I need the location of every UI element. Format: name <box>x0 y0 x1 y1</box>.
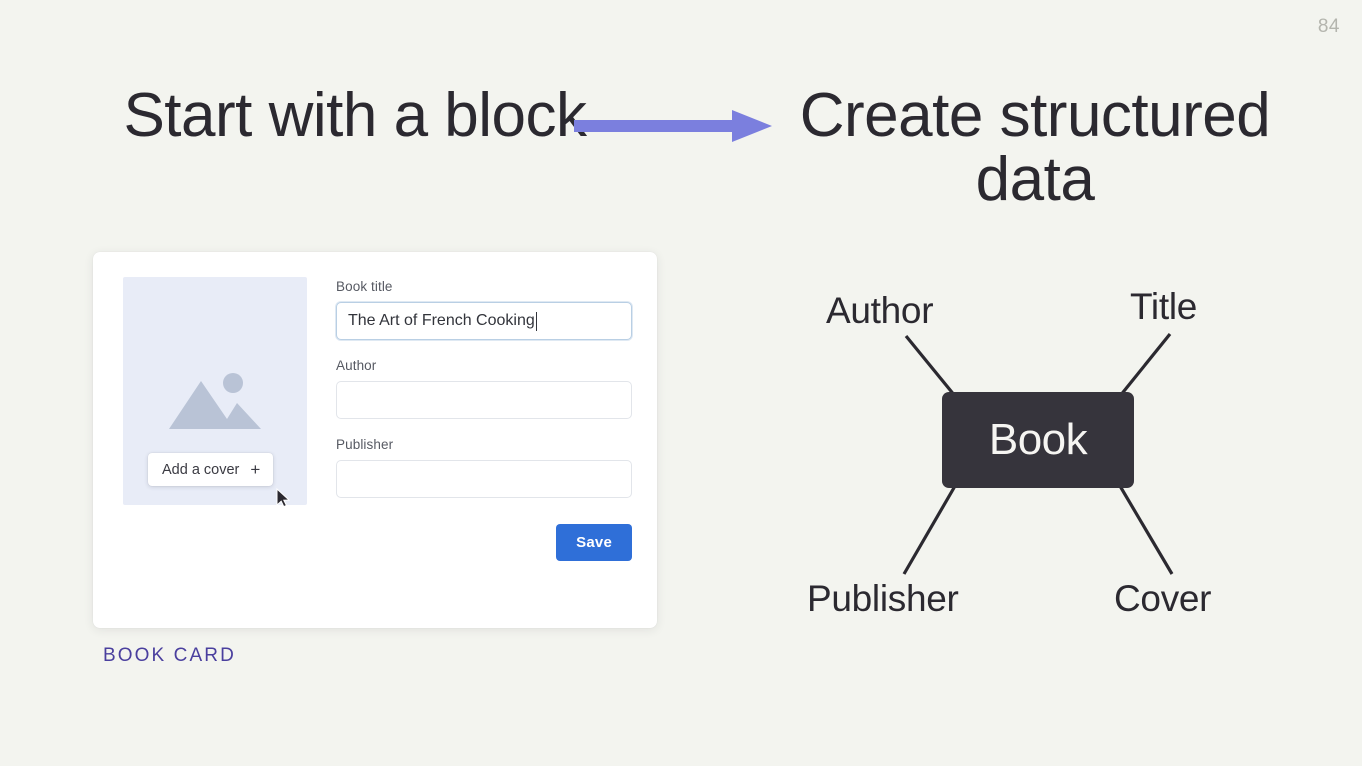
save-button[interactable]: Save <box>556 524 632 561</box>
diagram-leaf-publisher: Publisher <box>807 578 959 619</box>
image-placeholder-icon <box>167 369 263 436</box>
field-label-author: Author <box>336 358 377 373</box>
headline-right: Create structured data <box>799 81 1271 214</box>
book-card: Add a cover + Book title The Art of Fren… <box>93 252 657 628</box>
field-label-publisher: Publisher <box>336 437 394 452</box>
diagram-leaf-cover: Cover <box>1114 578 1212 619</box>
add-cover-label: Add a cover <box>162 461 240 478</box>
book-title-input[interactable]: The Art of French Cooking <box>336 302 632 340</box>
cover-placeholder[interactable]: Add a cover + <box>123 277 307 508</box>
book-card-caption: BOOK CARD <box>103 645 236 666</box>
diagram-node-book: Book <box>942 392 1134 488</box>
book-form: Book title The Art of French Cooking Aut… <box>336 279 632 561</box>
arrow-right-icon <box>572 104 776 148</box>
mouse-pointer-icon <box>276 487 292 508</box>
author-input[interactable] <box>336 381 632 419</box>
page-number: 84 <box>1317 16 1340 37</box>
text-caret <box>535 311 537 331</box>
field-author: Author <box>336 358 632 419</box>
diagram-leaf-author: Author <box>826 290 934 331</box>
structured-data-diagram: Book Author Title Publisher Cover <box>780 268 1270 634</box>
headline-left: Start with a block <box>123 81 587 150</box>
diagram-leaf-title: Title <box>1130 286 1198 327</box>
diagram-connector-lines <box>902 332 1174 575</box>
add-cover-button[interactable]: Add a cover + <box>148 453 274 486</box>
book-title-value: The Art of French Cooking <box>348 312 535 329</box>
field-publisher: Publisher <box>336 437 632 498</box>
publisher-input[interactable] <box>336 460 632 498</box>
plus-icon: + <box>250 460 261 479</box>
field-label-book-title: Book title <box>336 279 393 294</box>
diagram-node-label: Book <box>988 415 1088 464</box>
save-row: Save <box>336 524 632 561</box>
field-book-title: Book title The Art of French Cooking <box>336 279 632 340</box>
